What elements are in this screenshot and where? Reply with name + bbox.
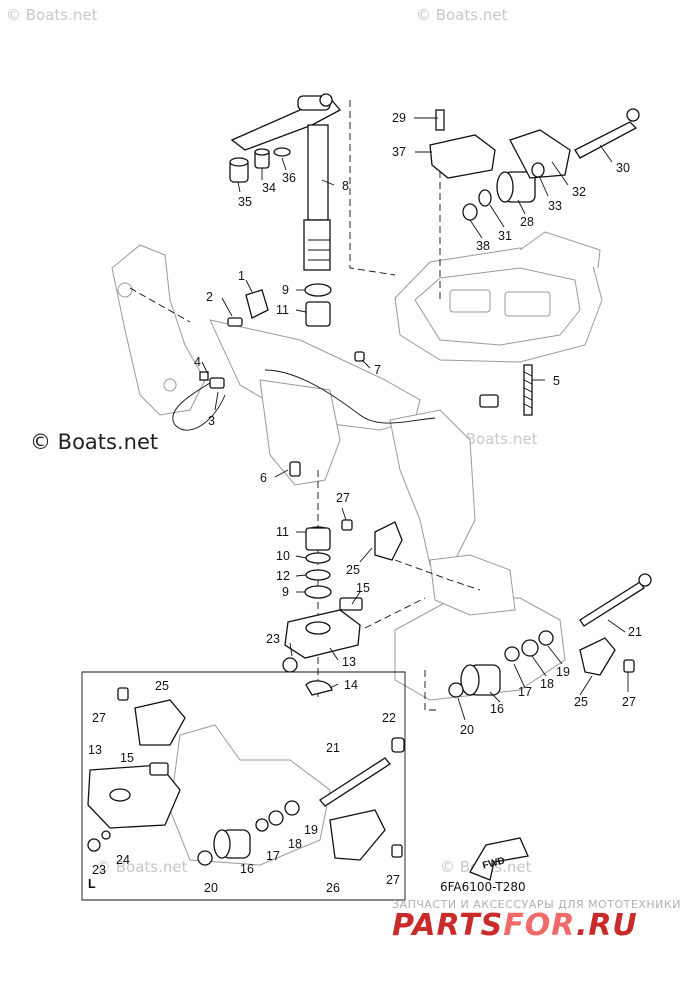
callout-9-upper: 9 [282, 283, 289, 297]
callout-33: 33 [548, 199, 562, 213]
footer-brand-logo: PARTSFOR.RU [392, 908, 638, 943]
upper-mount [429, 108, 640, 221]
callout-27: 27 [336, 491, 350, 505]
callout-12: 12 [276, 569, 290, 583]
steering-shaft [230, 93, 342, 271]
bushings-upper-left [229, 147, 291, 183]
callout-11-lower: 11 [276, 525, 289, 539]
shaft-bushings [304, 283, 332, 599]
callout-5: 5 [553, 374, 560, 388]
watermark: © Boats.net [96, 858, 188, 876]
callout-27-inset-right: 27 [386, 873, 400, 887]
callout-16-inset: 16 [240, 862, 254, 876]
upper-casing-outline [394, 231, 603, 363]
callout-10: 10 [276, 549, 290, 563]
callout-7: 7 [374, 363, 381, 377]
callout-15-inset: 15 [120, 751, 134, 765]
callout-15: 15 [356, 581, 370, 595]
callout-36: 36 [282, 171, 296, 185]
callout-13: 13 [342, 655, 356, 669]
callout-16: 16 [490, 702, 504, 716]
callout-35: 35 [238, 195, 252, 209]
callout-21: 21 [628, 625, 642, 639]
brand-part-a: PARTS [392, 908, 504, 943]
callout-21-inset: 21 [326, 741, 340, 755]
callout-25-inset: 25 [155, 679, 169, 693]
callout-22: 22 [382, 711, 396, 725]
brand-part-c: .RU [575, 908, 638, 943]
lower-mount-right [341, 519, 652, 698]
callout-19: 19 [556, 665, 570, 679]
callout-38: 38 [476, 239, 490, 253]
callout-8: 8 [342, 179, 349, 193]
callout-34: 34 [262, 181, 276, 195]
callout-30: 30 [616, 161, 630, 175]
callout-28: 28 [520, 215, 534, 229]
callout-1: 1 [238, 269, 245, 283]
assembly-lines [129, 100, 481, 711]
callout-23-inset: 23 [92, 863, 106, 877]
callout-17-inset: 17 [266, 849, 280, 863]
callout-13-inset: 13 [88, 743, 102, 757]
callout-9-lower: 9 [282, 585, 289, 599]
callout-23: 23 [266, 632, 280, 646]
watermark: © Boats.net [6, 6, 98, 24]
callout-4: 4 [194, 355, 201, 369]
callout-31: 31 [498, 229, 512, 243]
watermark: © Boats.net [416, 6, 508, 24]
callout-37: 37 [392, 145, 406, 159]
callout-27-right: 27 [622, 695, 636, 709]
callout-32: 32 [572, 185, 586, 199]
callout-3: 3 [208, 414, 215, 428]
callout-19-inset: 19 [304, 823, 318, 837]
callout-18-inset: 18 [288, 837, 302, 851]
footer-caption: ЗАПЧАСТИ И АКСЕССУАРЫ ДЛЯ МОТОТЕХНИКИ [392, 898, 681, 911]
callout-20-inset: 20 [204, 881, 218, 895]
callout-29: 29 [392, 111, 406, 125]
callout-6: 6 [260, 471, 267, 485]
callout-24: 24 [116, 853, 130, 867]
anode-and-bolts [289, 351, 533, 477]
clamp-bracket-outline [111, 244, 566, 701]
callout-numbers: 1 2 3 4 5 6 7 8 9 9 10 11 11 12 13 13 14… [88, 111, 642, 895]
wire-bracket [172, 289, 436, 431]
callout-26: 26 [326, 881, 340, 895]
callout-14: 14 [344, 678, 358, 692]
diagram-code: 6FA6100-T280 [440, 880, 526, 894]
callout-20: 20 [460, 723, 474, 737]
inset-l-frame [81, 671, 529, 901]
inset-letter: L [88, 877, 96, 891]
watermark: © Boats.net [30, 430, 159, 454]
callout-2: 2 [206, 290, 213, 304]
callout-25: 25 [346, 563, 360, 577]
brand-part-b: FOR [503, 908, 576, 943]
callout-27-inset: 27 [92, 711, 106, 725]
callout-11-upper: 11 [276, 303, 289, 317]
fwd-label: FWD [481, 856, 506, 872]
callout-25-right: 25 [574, 695, 588, 709]
callout-17: 17 [518, 685, 532, 699]
callout-18: 18 [540, 677, 554, 691]
callout-leaders [201, 117, 629, 721]
